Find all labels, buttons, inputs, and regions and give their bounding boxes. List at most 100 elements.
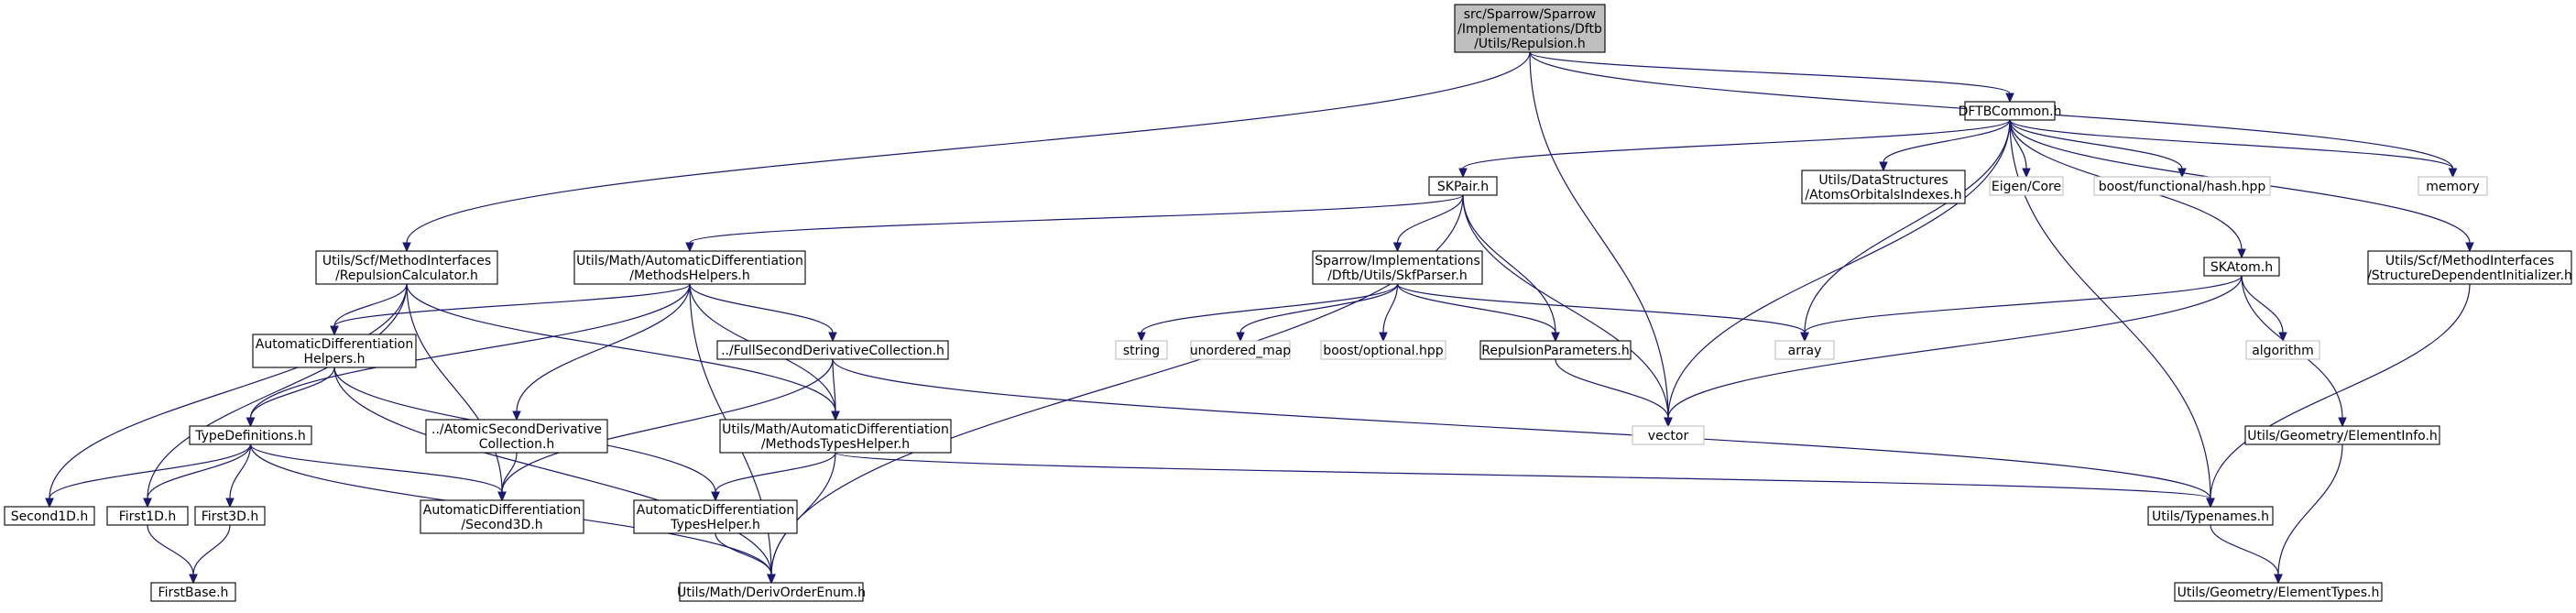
- node-label: /MethodsTypesHelper.h: [761, 437, 910, 452]
- edge-line: [1555, 358, 1669, 419]
- edge-line: [1804, 119, 2011, 334]
- edge-line: [1396, 283, 1556, 334]
- node-skatom[interactable]: SKAtom.h: [2203, 257, 2280, 277]
- edge-arrowhead: [1236, 332, 1245, 343]
- node-sdi[interactable]: Utils/Scf/MethodInterfaces/StructureDepe…: [2367, 250, 2572, 285]
- edge-methhelp-to-atomicsecond: [512, 283, 691, 421]
- edge-line: [49, 283, 408, 499]
- edge-eleminfo-to-elemtypes: [2274, 443, 2343, 585]
- edge-repparams-to-vector: [1555, 358, 1673, 428]
- edge-line: [249, 283, 691, 419]
- node-first1d[interactable]: First1D.h: [106, 506, 189, 526]
- edge-line: [1462, 194, 1556, 334]
- edge-line: [229, 443, 252, 499]
- node-box: [1190, 340, 1291, 360]
- edge-line: [333, 367, 772, 575]
- node-box: [2244, 425, 2440, 445]
- node-derivorder[interactable]: Utils/Math/DerivOrderEnum.h: [677, 582, 866, 602]
- node-box: [2093, 176, 2271, 196]
- edge-line: [333, 283, 691, 327]
- node-box: [106, 506, 189, 526]
- edge-arrowhead: [1551, 332, 1560, 343]
- node-box: [1479, 340, 1632, 360]
- edge-arrowhead: [2465, 242, 2474, 253]
- node-elemtypes[interactable]: Utils/Geometry/ElementTypes.h: [2174, 582, 2383, 602]
- node-label: AutomaticDifferentiation: [637, 503, 794, 518]
- node-eleminfo[interactable]: Utils/Geometry/ElementInfo.h: [2244, 425, 2440, 445]
- edge-line: [147, 283, 408, 499]
- node-mthelper[interactable]: Utils/Math/AutomaticDifferentiation/Meth…: [719, 419, 952, 454]
- edge-line: [835, 452, 2211, 499]
- node-label: algorithm: [2252, 344, 2314, 358]
- edge-arrowhead: [2448, 168, 2458, 179]
- edge-line: [689, 194, 1464, 244]
- edge-line: [406, 283, 836, 412]
- edge-line: [49, 443, 252, 499]
- node-skfparser[interactable]: Sparrow/Implementations/Dftb/Utils/SkfPa…: [1312, 250, 1483, 285]
- edge-line: [715, 532, 772, 575]
- node-box: [1115, 340, 1168, 360]
- edge-adtypes-to-derivorder: [715, 532, 776, 585]
- node-second1d[interactable]: Second1D.h: [4, 506, 95, 526]
- node-fullsecond[interactable]: ../FullSecondDerivativeCollection.h: [716, 340, 949, 360]
- node-label: Collection.h: [479, 437, 555, 452]
- node-repparams[interactable]: RepulsionParameters.h: [1479, 340, 1632, 360]
- edge-arrowhead: [402, 242, 411, 253]
- node-label: /Second3D.h: [461, 518, 542, 532]
- edge-adhelpers-to-typedefs: [246, 367, 335, 428]
- edge-line: [406, 51, 1531, 244]
- node-label: Utils/Typenames.h: [2152, 509, 2269, 524]
- edge-line: [832, 358, 836, 412]
- edge-line: [832, 358, 2211, 499]
- edge-typedefs-to-first1d: [143, 443, 252, 509]
- node-atomsorb[interactable]: Utils/DataStructures/AtomsOrbitalsIndexe…: [1801, 170, 1966, 204]
- node-methhelp[interactable]: Utils/Math/AutomaticDifferentiation/Meth…: [573, 250, 806, 285]
- edge-line: [715, 452, 836, 493]
- node-second3d[interactable]: AutomaticDifferentiation/Second3D.h: [420, 499, 584, 534]
- node-label: AutomaticDifferentiation: [256, 337, 413, 352]
- edge-arrowhead: [1458, 168, 1468, 179]
- edge-repcalc-to-second3d: [406, 283, 507, 502]
- node-first3d[interactable]: First3D.h: [194, 506, 266, 526]
- node-label: /AtomsOrbitalsIndexes.h: [1805, 188, 1961, 203]
- node-root: src/Sparrow/Sparrow/Implementations/Dftb…: [1454, 4, 1606, 53]
- edge-arrowhead: [2237, 248, 2246, 259]
- node-box: [1454, 4, 1606, 53]
- edge-line: [1382, 283, 1399, 334]
- node-label: /Implementations/Dftb: [1457, 22, 1602, 37]
- node-repcalc[interactable]: Utils/Scf/MethodInterfaces/RepulsionCalc…: [315, 250, 498, 285]
- edge-arrowhead: [2206, 498, 2215, 509]
- node-box: [1320, 340, 1446, 360]
- node-array: array: [1774, 340, 1835, 360]
- node-firstbase[interactable]: FirstBase.h: [150, 582, 236, 602]
- node-typedefs[interactable]: TypeDefinitions.h: [189, 425, 312, 445]
- edge-typenames-to-elemtypes: [2210, 524, 2283, 585]
- edge-skfparser-to-repparams: [1396, 283, 1560, 343]
- edge-arrowhead: [512, 410, 521, 421]
- node-algorithm: algorithm: [2245, 340, 2320, 360]
- node-label: AutomaticDifferentiation: [423, 503, 581, 518]
- edge-line: [1667, 275, 2243, 419]
- edge-arrowhead: [831, 410, 840, 421]
- edge-arrowhead: [143, 498, 152, 509]
- node-typenames[interactable]: Utils/Typenames.h: [2147, 506, 2274, 526]
- node-hash: boost/functional/hash.hpp: [2093, 176, 2271, 196]
- node-label: RepulsionParameters.h: [1481, 344, 1629, 358]
- edge-typedefs-to-second1d: [45, 443, 252, 509]
- node-label: First1D.h: [119, 509, 176, 524]
- edge-typedefs-to-first3d: [225, 443, 252, 509]
- node-skpair[interactable]: SKPair.h: [1428, 176, 1498, 196]
- edge-arrowhead: [45, 498, 54, 509]
- node-label: /RepulsionCalculator.h: [335, 268, 478, 283]
- edge-repcalc-to-adhelpers: [330, 283, 408, 336]
- node-box: [716, 340, 949, 360]
- node-box: [2418, 176, 2488, 196]
- edge-line: [2210, 524, 2279, 575]
- edge-line: [249, 367, 335, 419]
- node-label: /Utils/Repulsion.h: [1474, 37, 1586, 51]
- node-dftbcommon[interactable]: DFTBCommon.h: [1959, 101, 2062, 121]
